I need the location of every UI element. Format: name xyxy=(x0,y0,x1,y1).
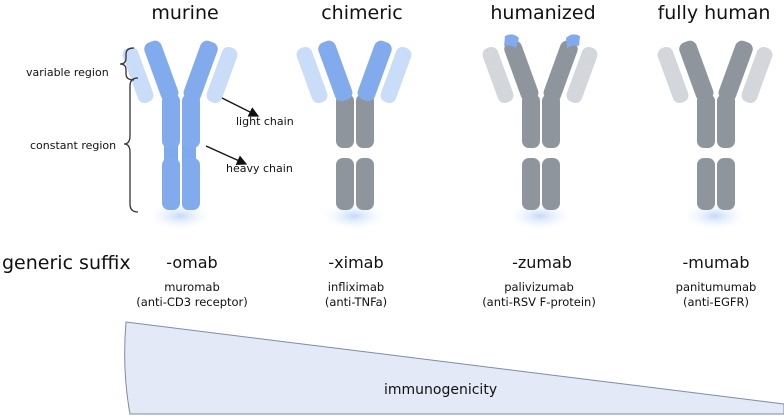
column-title-chimeric: chimeric xyxy=(321,2,403,24)
heavy-chain-label: heavy chain xyxy=(226,162,293,175)
drug-target: (anti-TNFa) xyxy=(324,295,388,309)
immunogenicity-wedge xyxy=(124,321,784,415)
drug-example-chimeric: infliximab (anti-TNFa) xyxy=(271,280,441,310)
suffix-humanized: -zumab xyxy=(512,253,572,272)
light-chain-label: light chain xyxy=(236,115,294,128)
drug-target: (anti-RSV F-protein) xyxy=(482,295,596,309)
light-chain-arrow xyxy=(221,97,260,117)
drug-name: muromab xyxy=(164,280,220,294)
drug-name: panitumumab xyxy=(675,280,757,294)
drug-target: (anti-EGFR) xyxy=(683,295,749,309)
antibody-chimeric xyxy=(296,40,412,230)
generic-suffix-label: generic suffix xyxy=(2,252,131,274)
variable-region-label: variable region xyxy=(26,66,109,79)
column-title-humanized: humanized xyxy=(490,2,596,24)
variable-region-brace xyxy=(119,47,135,81)
antibody-murine xyxy=(122,40,238,230)
cdr-tip xyxy=(504,34,519,48)
constant-region-label: constant region xyxy=(30,139,117,152)
antibody-base-glow xyxy=(683,202,747,230)
suffix-murine: -omab xyxy=(166,253,218,272)
drug-example-humanized: palivizumab (anti-RSV F-protein) xyxy=(454,280,624,310)
antibody-base-glow xyxy=(508,202,572,230)
drug-name: infliximab xyxy=(327,280,385,294)
drug-example-murine: muromab (anti-CD3 receptor) xyxy=(107,280,277,310)
immunogenicity-label: immunogenicity xyxy=(384,382,498,398)
drug-example-fully-human: panitumumab (anti-EGFR) xyxy=(631,280,784,310)
drug-target: (anti-CD3 receptor) xyxy=(136,295,248,309)
drug-name: palivizumab xyxy=(504,280,574,294)
heavy-chain-arrow xyxy=(205,145,248,166)
antibody-humanized xyxy=(482,34,598,230)
column-title-fully-human: fully human xyxy=(657,2,771,24)
column-title-murine: murine xyxy=(151,2,219,24)
suffix-chimeric: -ximab xyxy=(328,253,384,272)
antibody-base-glow xyxy=(148,202,212,230)
antibody-fully-human xyxy=(657,40,773,230)
suffix-fully-human: -mumab xyxy=(682,253,750,272)
antibody-base-glow xyxy=(322,202,386,230)
cdr-tip xyxy=(566,34,580,48)
constant-region-brace xyxy=(123,77,139,213)
